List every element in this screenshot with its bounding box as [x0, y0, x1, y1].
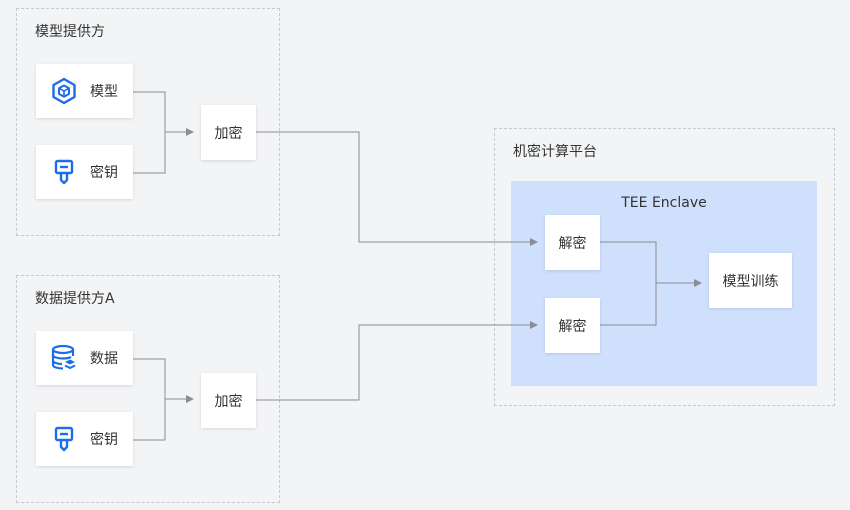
- model-label: 模型: [90, 84, 118, 100]
- key-node-top: 密钥: [36, 145, 133, 199]
- platform-title: 机密计算平台: [513, 144, 597, 160]
- key-icon: [50, 158, 78, 186]
- decrypt-node-top: 解密: [545, 215, 600, 270]
- key-label-bottom: 密钥: [90, 432, 118, 448]
- data-label: 数据: [90, 351, 118, 367]
- decrypt-label-bottom: 解密: [558, 318, 587, 335]
- key-label-top: 密钥: [90, 165, 118, 181]
- data-provider-title: 数据提供方A: [35, 291, 115, 307]
- enclave-title: TEE Enclave: [621, 195, 707, 211]
- database-icon: [50, 344, 78, 372]
- model-node: 模型: [36, 64, 133, 118]
- training-node: 模型训练: [709, 253, 792, 308]
- encrypt-label-bottom: 加密: [214, 393, 243, 410]
- model-provider-group: 模型提供方: [16, 8, 280, 236]
- decrypt-node-bottom: 解密: [545, 298, 600, 353]
- training-label: 模型训练: [722, 273, 779, 290]
- key-node-bottom: 密钥: [36, 412, 133, 466]
- key-icon: [50, 425, 78, 453]
- cube-icon: [50, 77, 78, 105]
- model-provider-title: 模型提供方: [35, 24, 105, 40]
- decrypt-label-top: 解密: [558, 235, 587, 252]
- encrypt-node-top: 加密: [201, 105, 256, 160]
- data-node: 数据: [36, 331, 133, 385]
- encrypt-node-bottom: 加密: [201, 373, 256, 428]
- encrypt-label-top: 加密: [214, 125, 243, 142]
